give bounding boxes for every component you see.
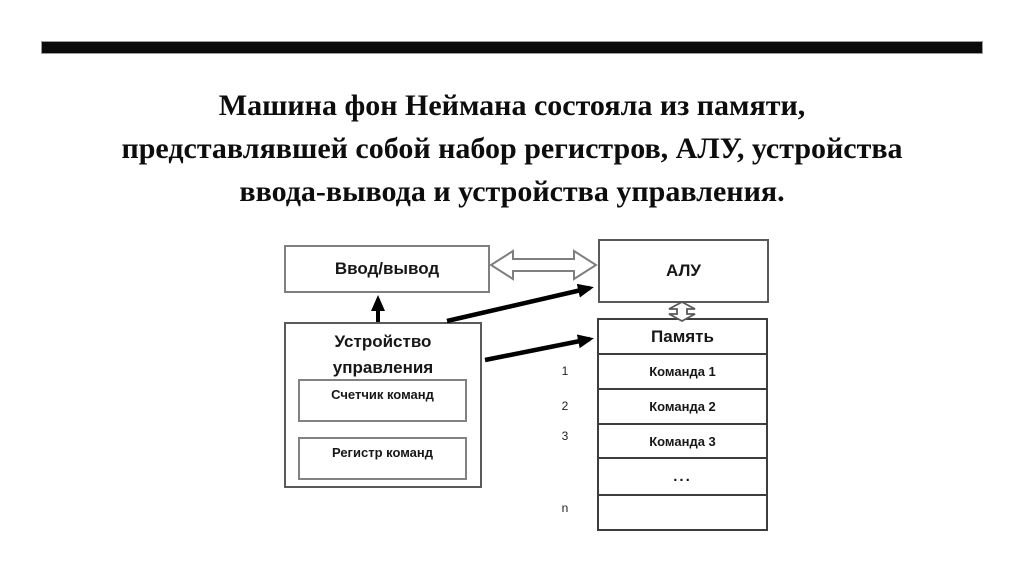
alu-box: АЛУ bbox=[598, 239, 769, 303]
memory-header: Память bbox=[599, 320, 766, 355]
memory-address-n: n bbox=[561, 501, 569, 515]
cu-to-memory-arrow bbox=[484, 334, 594, 363]
command-register-box: Регистр команд bbox=[298, 437, 467, 480]
title-line-2: представлявшей собой набор регистров, АЛ… bbox=[121, 132, 903, 165]
control-unit-label: Устройство управления bbox=[286, 329, 480, 381]
title-divider-bar bbox=[41, 41, 983, 54]
slide-title: Машина фон Неймана состояла из памяти, п… bbox=[20, 84, 1004, 213]
control-unit-label-line1: Устройство bbox=[334, 332, 432, 351]
memory-table: Память Команда 1 Команда 2 Команда 3 ... bbox=[597, 318, 768, 531]
memory-row-2: Команда 2 bbox=[599, 390, 766, 425]
memory-address-3: 3 bbox=[561, 429, 569, 443]
memory-row-n bbox=[599, 496, 766, 529]
control-unit-label-line2: управления bbox=[332, 358, 434, 377]
control-unit-box: Устройство управления Счетчик команд Рег… bbox=[284, 322, 482, 488]
memory-address-1: 1 bbox=[561, 364, 569, 378]
command-counter-box: Счетчик команд bbox=[298, 379, 467, 422]
title-line-3: ввода-вывода и устройства управления. bbox=[239, 175, 785, 208]
memory-row-3: Команда 3 bbox=[599, 425, 766, 459]
io-box-label: Ввод/вывод bbox=[334, 259, 440, 278]
io-box: Ввод/вывод bbox=[284, 245, 490, 293]
alu-box-label: АЛУ bbox=[666, 261, 701, 280]
title-line-1: Машина фон Неймана состояла из памяти, bbox=[218, 89, 806, 122]
memory-address-2: 2 bbox=[561, 399, 569, 413]
memory-row-1: Команда 1 bbox=[599, 355, 766, 390]
io-alu-double-arrow bbox=[489, 249, 598, 281]
memory-row-ellipsis: ... bbox=[599, 459, 766, 496]
